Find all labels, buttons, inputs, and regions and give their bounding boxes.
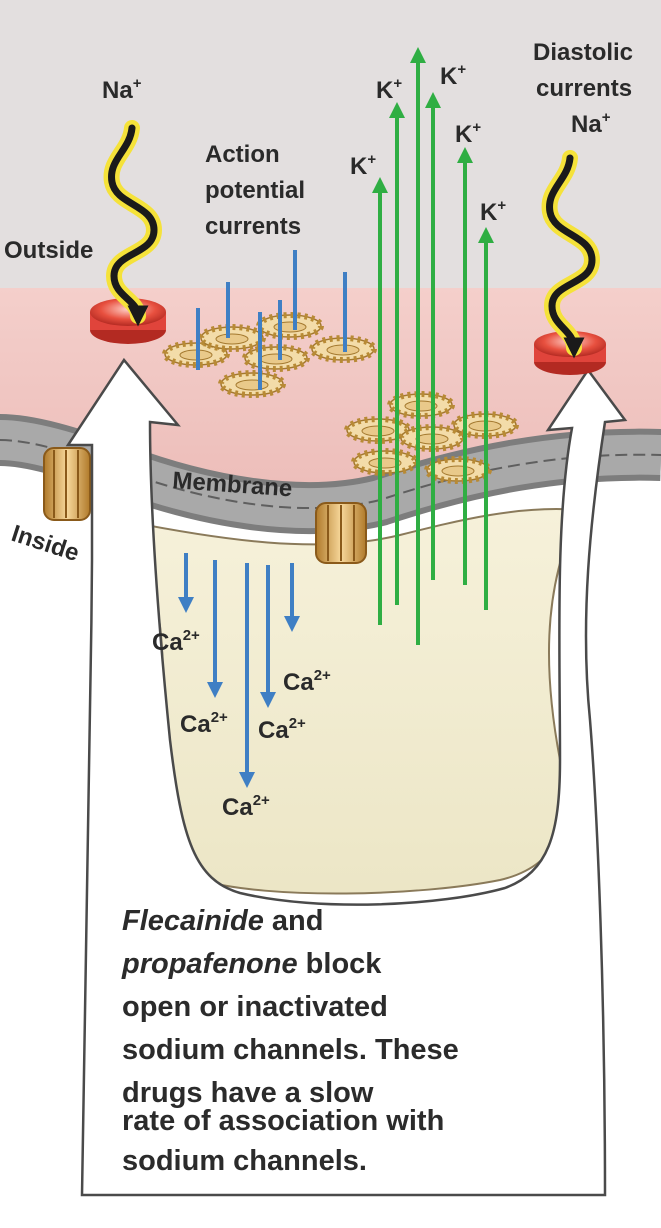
svg-text:Ca2+: Ca2+	[152, 627, 200, 656]
svg-text:K+: K+	[440, 61, 466, 90]
block-arrow	[65, 357, 628, 1197]
svg-text:K+: K+	[376, 75, 402, 104]
membrane-channel-center	[315, 502, 367, 564]
svg-text:sodium channels. These: sodium channels. These	[122, 1034, 459, 1066]
diastolic-label-line2: currents	[536, 75, 632, 102]
outside-space	[0, 0, 661, 300]
explanation-note: Flecainide and propafenone block open or…	[121, 905, 459, 1177]
membrane-midline	[0, 439, 661, 510]
na-label-right: Na+	[571, 109, 611, 138]
svg-text:Flecainide and: Flecainide and	[122, 905, 323, 937]
svg-text:Ca2+: Ca2+	[283, 667, 331, 696]
na-squiggle-right	[541, 150, 601, 359]
na-label-left: Na+	[102, 75, 142, 104]
svg-text:Ca2+: Ca2+	[258, 715, 306, 744]
diastolic-label-line1: Diastolic	[533, 39, 633, 66]
svg-text:K+: K+	[455, 119, 481, 148]
k-arrows	[372, 47, 494, 645]
svg-text:Ca2+: Ca2+	[180, 709, 228, 738]
svg-text:Ca2+: Ca2+	[222, 792, 270, 821]
outside-label: Outside	[4, 237, 93, 264]
ap-label-line3: currents	[205, 213, 301, 240]
k-labels: K+ K+ K+ K+ K+	[350, 61, 506, 226]
svg-text:K+: K+	[350, 151, 376, 180]
svg-text:propafenone block: propafenone block	[121, 948, 382, 980]
ca-labels: Ca2+ Ca2+ Ca2+ Ca2+ Ca2+	[152, 627, 331, 821]
membrane-channel-left	[43, 447, 91, 521]
svg-text:rate of association with: rate of association with	[122, 1105, 444, 1137]
svg-text:open or inactivated: open or inactivated	[122, 991, 388, 1023]
svg-text:sodium channels.: sodium channels.	[122, 1145, 367, 1177]
ca-arrows	[178, 553, 300, 788]
svg-text:Na+: Na+	[102, 75, 142, 104]
ap-current-lines	[196, 250, 347, 390]
na-squiggle-left	[103, 120, 163, 327]
svg-text:K+: K+	[480, 197, 506, 226]
ap-label-line1: Action	[205, 141, 280, 168]
svg-text:drugs have a slow: drugs have a slow	[122, 1077, 374, 1109]
ap-label-line2: potential	[205, 177, 305, 204]
svg-text:Na+: Na+	[571, 109, 611, 138]
